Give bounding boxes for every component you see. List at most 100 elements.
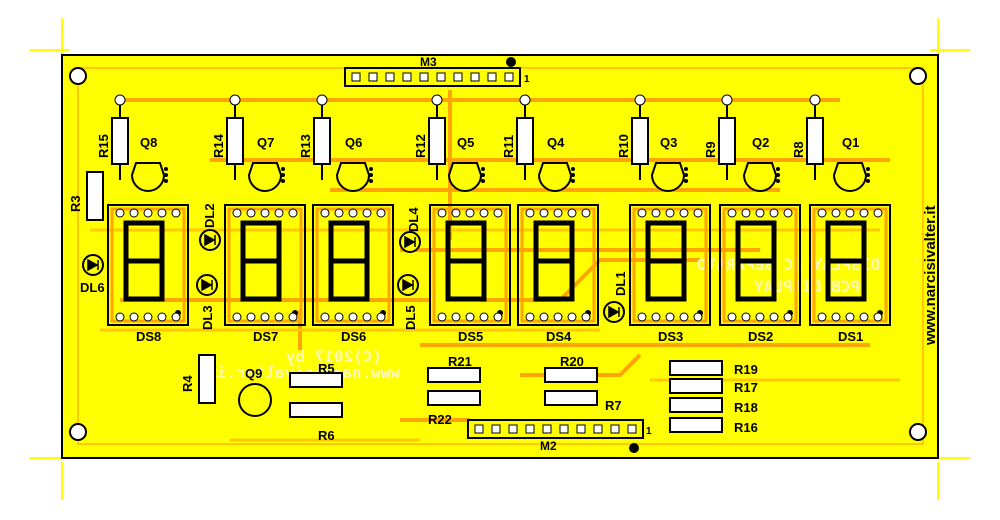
connector-pin [487,72,497,82]
led-label-dl5: DL5 [403,305,418,330]
resistor-r7 [544,390,598,406]
resistor-label-r3: R3 [68,195,83,212]
connector-m2: M2 1 [467,419,652,453]
resistor-label-r4: R4 [180,375,195,392]
resistor-label-r8: R8 [791,141,806,158]
transistor-label-q9: Q9 [245,366,262,381]
resistor-label-r21: R21 [448,354,472,369]
led-dl1 [603,301,625,323]
led-dl3 [196,274,218,296]
resistor-r11 [516,94,534,180]
resistor-label-r12: R12 [413,134,428,158]
crop-marks [30,18,970,500]
resistor-label-r6: R6 [318,428,335,443]
transistor-label-q7: Q7 [257,135,274,150]
led-label-dl4: DL4 [406,207,421,232]
connector-pin [453,72,463,82]
connector-pin [525,424,535,434]
silk-copyright: (C)2017 by [285,347,382,366]
mounting-holes [69,67,927,441]
display-label-ds8: DS8 [136,329,161,344]
transistor-label-q1: Q1 [842,135,859,150]
connector-m3: M3 1 [344,55,530,87]
connector-pin [627,424,637,434]
connector-pin [576,424,586,434]
resistor-label-r20: R20 [560,354,584,369]
connector-pin [385,72,395,82]
display-ds8 [107,204,189,326]
transistor-label-q4: Q4 [547,135,565,150]
display-ds5 [429,204,511,326]
transistor-q1 [832,162,870,192]
display-label-ds6: DS6 [341,329,366,344]
resistor-r4 [198,354,216,404]
resistor-label-r7: R7 [605,398,622,413]
transistor-q7 [247,162,285,192]
resistor-label-r19: R19 [734,362,758,377]
resistor-label-r18: R18 [734,400,758,415]
resistor-label-r11: R11 [501,135,516,158]
transistor-label-q5: Q5 [457,135,474,150]
resistor-r10 [631,94,649,180]
display-label-ds1: DS1 [838,329,863,344]
led-label-dl6: DL6 [80,280,105,295]
m3-pin1: 1 [524,74,530,85]
resistor-r14 [226,94,244,180]
resistor-label-r14: R14 [211,133,226,158]
led-dl5 [397,274,419,296]
resistor-label-r5: R5 [318,361,335,376]
resistor-r13 [313,94,331,180]
transistor-q9 [238,383,272,417]
transistor-q4 [537,162,575,192]
led-dl6 [82,254,104,276]
resistor-r20 [544,367,598,383]
connector-pin [402,72,412,82]
connector-pin [610,424,620,434]
display-label-ds7: DS7 [253,329,278,344]
resistor-label-r15: R15 [96,134,111,158]
connector-pin [419,72,429,82]
resistor-r18 [669,397,723,413]
connector-pin [593,424,603,434]
transistor-label-q2: Q2 [752,135,769,150]
resistor-label-r13: R13 [298,134,313,158]
transistor-q6 [335,162,373,192]
resistor-label-r16: R16 [734,420,758,435]
resistor-r5 [289,372,343,388]
resistor-r21 [427,367,481,383]
resistor-label-r22: R22 [428,412,452,427]
m2-pin1: 1 [646,426,652,437]
transistor-q3 [650,162,688,192]
display-ds3 [629,204,711,326]
resistor-r3 [86,171,104,221]
led-label-dl2: DL2 [202,203,217,228]
display-ds7 [224,204,306,326]
connector-pin [351,72,361,82]
connector-pin [508,424,518,434]
resistor-r6 [289,402,343,418]
display-ds4 [517,204,599,326]
connector-pin [368,72,378,82]
resistor-label-r10: R10 [616,134,631,158]
resistor-r16 [669,417,723,433]
silk-line2: PCB DISPLAY [754,277,860,296]
led-label-dl3: DL3 [200,305,215,330]
display-ds1 [809,204,891,326]
display-label-ds4: DS4 [546,329,572,344]
connector-pin [436,72,446,82]
connector-pin [504,72,514,82]
transistor-label-q3: Q3 [660,135,677,150]
resistor-r12 [428,94,446,180]
resistor-r15 [111,94,129,180]
connector-pin [474,424,484,434]
display-label-ds2: DS2 [748,329,773,344]
transistor-q8 [130,162,168,192]
resistor-label-r9: R9 [703,141,718,158]
website-vertical: www.narcisivalter.it [922,205,939,346]
led-label-dl1: DL1 [613,271,628,296]
resistor-r17 [669,378,723,394]
m2-label: M2 [540,439,557,453]
connector-pin [559,424,569,434]
